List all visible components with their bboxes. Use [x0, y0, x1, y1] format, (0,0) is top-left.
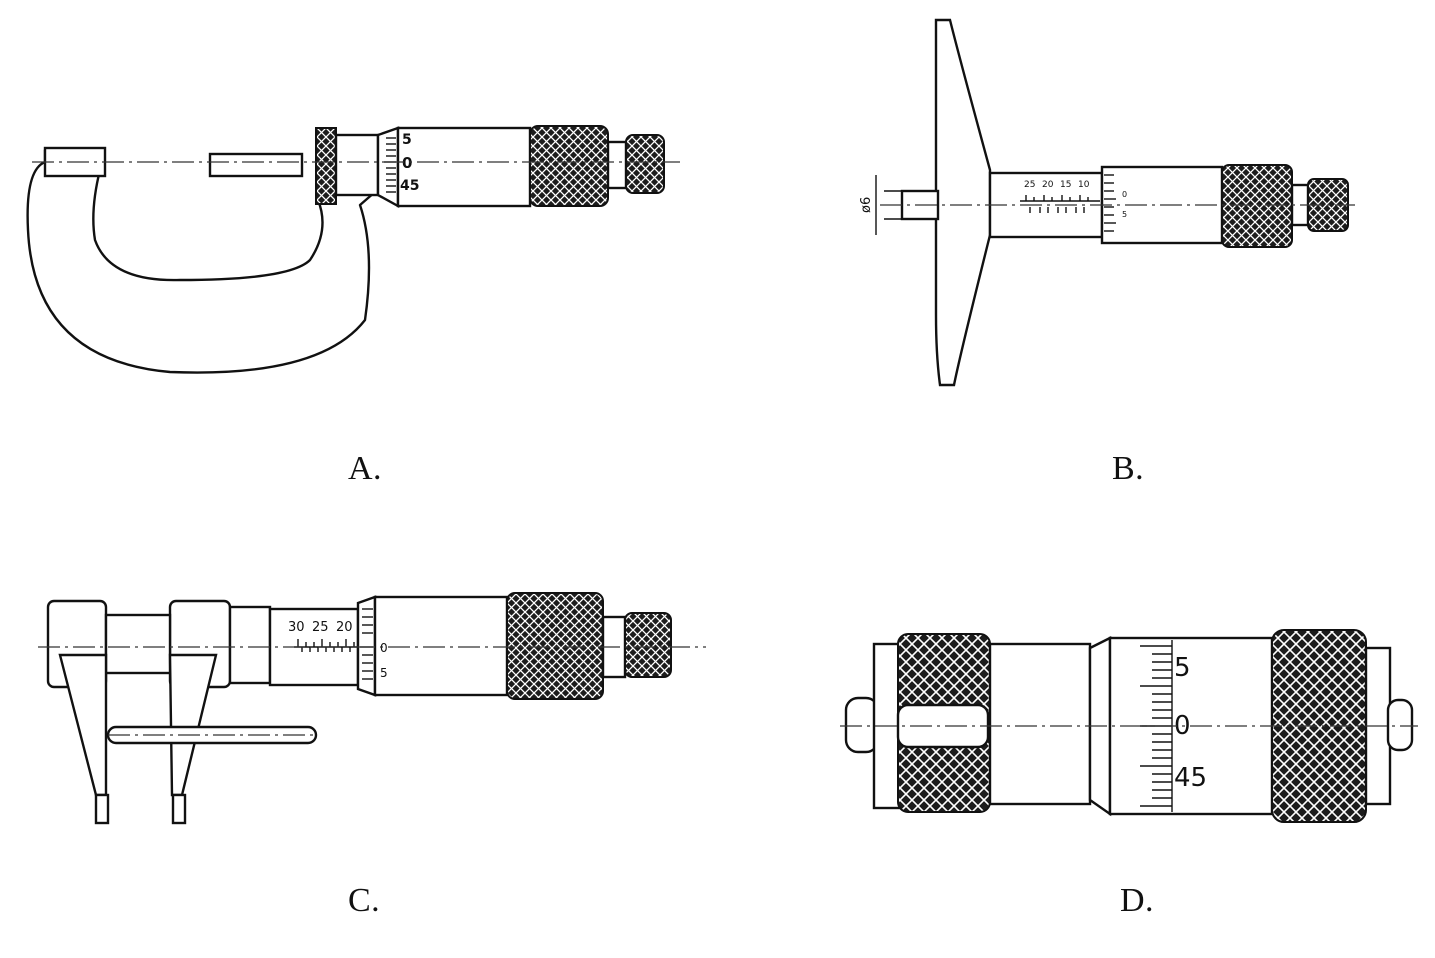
fixed-jaw-tip — [94, 793, 110, 825]
inside-micrometer-drawing: 5 0 45 — [840, 629, 1418, 823]
fixed-jaw-leg — [58, 653, 108, 797]
option-b-label: B. — [1112, 450, 1145, 487]
thimble-mark-five: 5 — [1122, 210, 1127, 219]
sleeve-mark-30: 30 — [288, 620, 305, 635]
thimble — [396, 126, 532, 208]
thimble-mark-top: 5 — [402, 132, 412, 148]
moving-jaw-tip — [171, 793, 187, 825]
option-b-figure: ø6 25 20 15 10 0 5 — [850, 15, 1360, 415]
right-tip — [1386, 698, 1414, 752]
svg-text:25: 25 — [1024, 180, 1035, 190]
caliper-micrometer-drawing: 30 25 20 0 5 — [38, 592, 706, 825]
svg-text:20: 20 — [1042, 180, 1054, 190]
outside-micrometer-drawing: 5 0 45 — [26, 125, 680, 374]
ratchet-knob — [625, 134, 665, 194]
body-extension — [228, 605, 272, 685]
depth-micrometer-drawing: ø6 25 20 15 10 0 5 — [859, 18, 1355, 387]
option-d-figure: 5 0 45 — [840, 620, 1420, 830]
svg-text:10: 10 — [1078, 180, 1090, 190]
thimble-mark-five: 5 — [1174, 653, 1191, 683]
sleeve — [988, 642, 1092, 806]
ratchet-knob — [624, 612, 672, 678]
thimble-bevel — [356, 595, 377, 697]
thimble-mark-zero: 0 — [380, 641, 388, 655]
sleeve-ticks — [297, 639, 355, 652]
sleeve — [334, 133, 380, 197]
diameter-label: ø6 — [859, 197, 874, 213]
thimble-ticks — [1104, 174, 1116, 232]
ratchet-neck — [606, 140, 628, 190]
sleeve-mark-25: 25 — [312, 620, 329, 635]
thimble-bevel — [376, 126, 400, 209]
thimble-knurl — [529, 125, 609, 207]
option-c-label: C. — [348, 882, 381, 919]
thimble-mark-bottom: 45 — [400, 178, 419, 194]
spindle — [208, 152, 304, 178]
thimble-knurl — [1221, 164, 1293, 248]
option-c-figure: 30 25 20 0 5 — [30, 585, 720, 830]
lock-nut — [315, 127, 337, 205]
thimble-mark-45: 45 — [1174, 763, 1207, 793]
option-a-figure: 5 0 45 — [20, 110, 700, 390]
sleeve-mark-20: 20 — [336, 620, 353, 635]
depth-base — [934, 18, 992, 387]
sleeve-ticks — [1025, 195, 1089, 213]
thimble-knurl — [506, 592, 604, 700]
option-a-label: A. — [348, 450, 383, 487]
thimble-mark-zero: 0 — [1122, 190, 1127, 199]
thimble-mark-zero: 0 — [402, 154, 412, 172]
svg-text:15: 15 — [1060, 180, 1071, 190]
micrometer-frame — [26, 148, 377, 374]
moving-jaw-leg — [168, 653, 218, 797]
thimble — [373, 595, 509, 697]
sleeve-labels: 25 20 15 10 — [1024, 180, 1090, 190]
body-tube — [104, 613, 172, 675]
thimble-mark-five: 5 — [380, 666, 388, 680]
option-d-label: D. — [1120, 882, 1155, 919]
